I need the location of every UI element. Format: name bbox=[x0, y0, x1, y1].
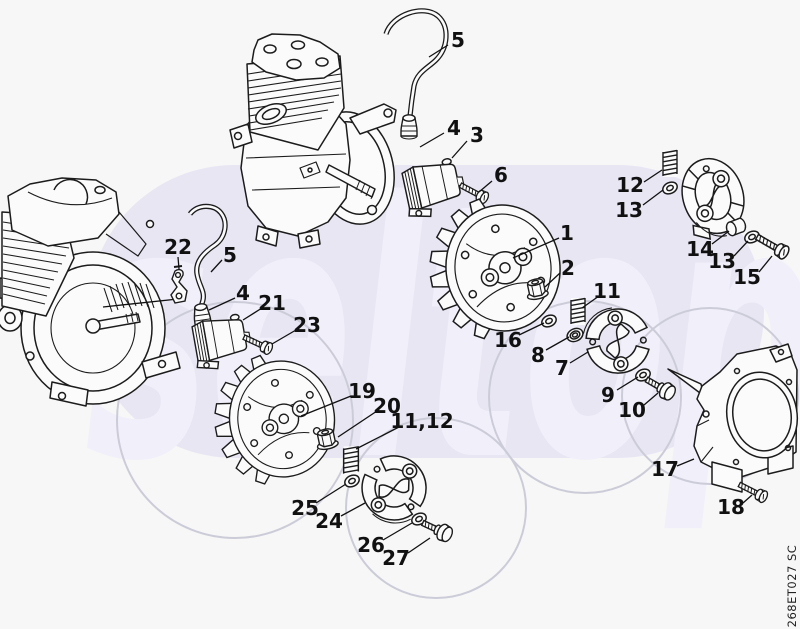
part-label-10-16: 10 bbox=[618, 398, 646, 422]
part-label-18-18: 18 bbox=[717, 495, 745, 519]
part-label-5-0: 5 bbox=[451, 28, 465, 52]
leader-line-3-2 bbox=[451, 140, 468, 159]
part-label-12-4: 12 bbox=[616, 173, 644, 197]
part-label-20-25: 20 bbox=[373, 394, 401, 418]
part-label-2-7: 2 bbox=[561, 256, 575, 280]
leader-line-17-17 bbox=[676, 458, 695, 467]
leader-line-23-23 bbox=[271, 329, 297, 345]
leader-line-25-27 bbox=[315, 483, 347, 504]
part-label-21-22: 21 bbox=[258, 291, 286, 315]
leader-line-26-29 bbox=[382, 522, 413, 541]
leader-line-19-24 bbox=[300, 395, 352, 417]
part-label-23-23: 23 bbox=[293, 313, 321, 337]
part-label-24-28: 24 bbox=[315, 509, 343, 533]
part-label-25-27: 25 bbox=[291, 496, 319, 520]
spring-11 bbox=[570, 297, 586, 326]
engine-assembly-top bbox=[229, 33, 397, 249]
spring-11-12 bbox=[342, 445, 360, 476]
leader-line-21-22 bbox=[242, 307, 263, 321]
spring-12 bbox=[662, 149, 678, 178]
wire-clip-22 bbox=[170, 265, 188, 304]
leader-line-22-19 bbox=[177, 256, 180, 270]
part-label-22-19: 22 bbox=[164, 235, 192, 259]
leader-line-1-6 bbox=[512, 237, 560, 259]
part-label-13-9: 13 bbox=[708, 249, 736, 273]
washer-8 bbox=[566, 327, 584, 343]
clutch-assembly bbox=[681, 157, 745, 240]
part-label-9-15: 9 bbox=[601, 383, 615, 407]
leader-line-13-5 bbox=[642, 189, 664, 206]
wire-grommet-4-top bbox=[400, 114, 418, 140]
part-label-1-6: 1 bbox=[560, 221, 574, 245]
leader-line-24-28 bbox=[340, 502, 366, 517]
part-label-27-30: 27 bbox=[382, 546, 410, 570]
clip-pointer-line bbox=[102, 298, 179, 308]
leader-line-14-8 bbox=[711, 230, 730, 245]
leader-line-11-11 bbox=[581, 295, 600, 309]
part-label-26-29: 26 bbox=[357, 533, 385, 557]
part-label-4-1: 4 bbox=[447, 116, 461, 140]
leader-line-4-1 bbox=[419, 132, 445, 148]
part-label-14-8: 14 bbox=[686, 237, 714, 261]
leader-line-2-7 bbox=[544, 272, 561, 288]
leader-line-7-14 bbox=[569, 351, 589, 364]
leader-line-18-18 bbox=[742, 494, 753, 504]
part-label-5-20: 5 bbox=[223, 243, 237, 267]
part-label-17-17: 17 bbox=[651, 457, 679, 481]
part-label-15-10: 15 bbox=[733, 265, 761, 289]
spark-plug-wire-5-left bbox=[187, 203, 228, 308]
part-label-19-24: 19 bbox=[348, 379, 376, 403]
part-label-11,12-26: 11,12 bbox=[390, 409, 453, 433]
part-label-6-3: 6 bbox=[494, 163, 508, 187]
spark-plug-wire-5-top bbox=[383, 8, 449, 117]
leader-line-10-16 bbox=[643, 392, 659, 406]
leader-line-16-12 bbox=[518, 322, 545, 336]
part-label-11-11: 11 bbox=[593, 279, 621, 303]
part-label-7-14: 7 bbox=[555, 356, 569, 380]
leader-line-12-4 bbox=[643, 169, 663, 183]
leader-line-5-20 bbox=[210, 259, 223, 273]
part-label-3-2: 3 bbox=[470, 123, 484, 147]
part-label-13-5: 13 bbox=[615, 198, 643, 222]
leader-line-4-21 bbox=[208, 297, 236, 311]
engine-assembly-left bbox=[0, 177, 181, 407]
leader-line-5-0 bbox=[428, 44, 449, 58]
plate-code: 268ET027 SC bbox=[785, 545, 799, 628]
fan-housing-17 bbox=[667, 343, 799, 493]
part-label-4-21: 4 bbox=[236, 281, 250, 305]
leader-line-9-15 bbox=[616, 376, 639, 391]
leader-line-8-13 bbox=[545, 336, 570, 351]
leader-line-20-25 bbox=[337, 410, 378, 438]
leader-line-27-30 bbox=[407, 537, 431, 554]
leader-line-15-10 bbox=[758, 255, 773, 273]
leader-line-11,12-26 bbox=[355, 426, 400, 450]
leader-line-13-9 bbox=[733, 240, 749, 257]
part-label-16-12: 16 bbox=[494, 328, 522, 352]
leader-line-6-3 bbox=[478, 180, 493, 193]
part-label-8-13: 8 bbox=[531, 343, 545, 367]
